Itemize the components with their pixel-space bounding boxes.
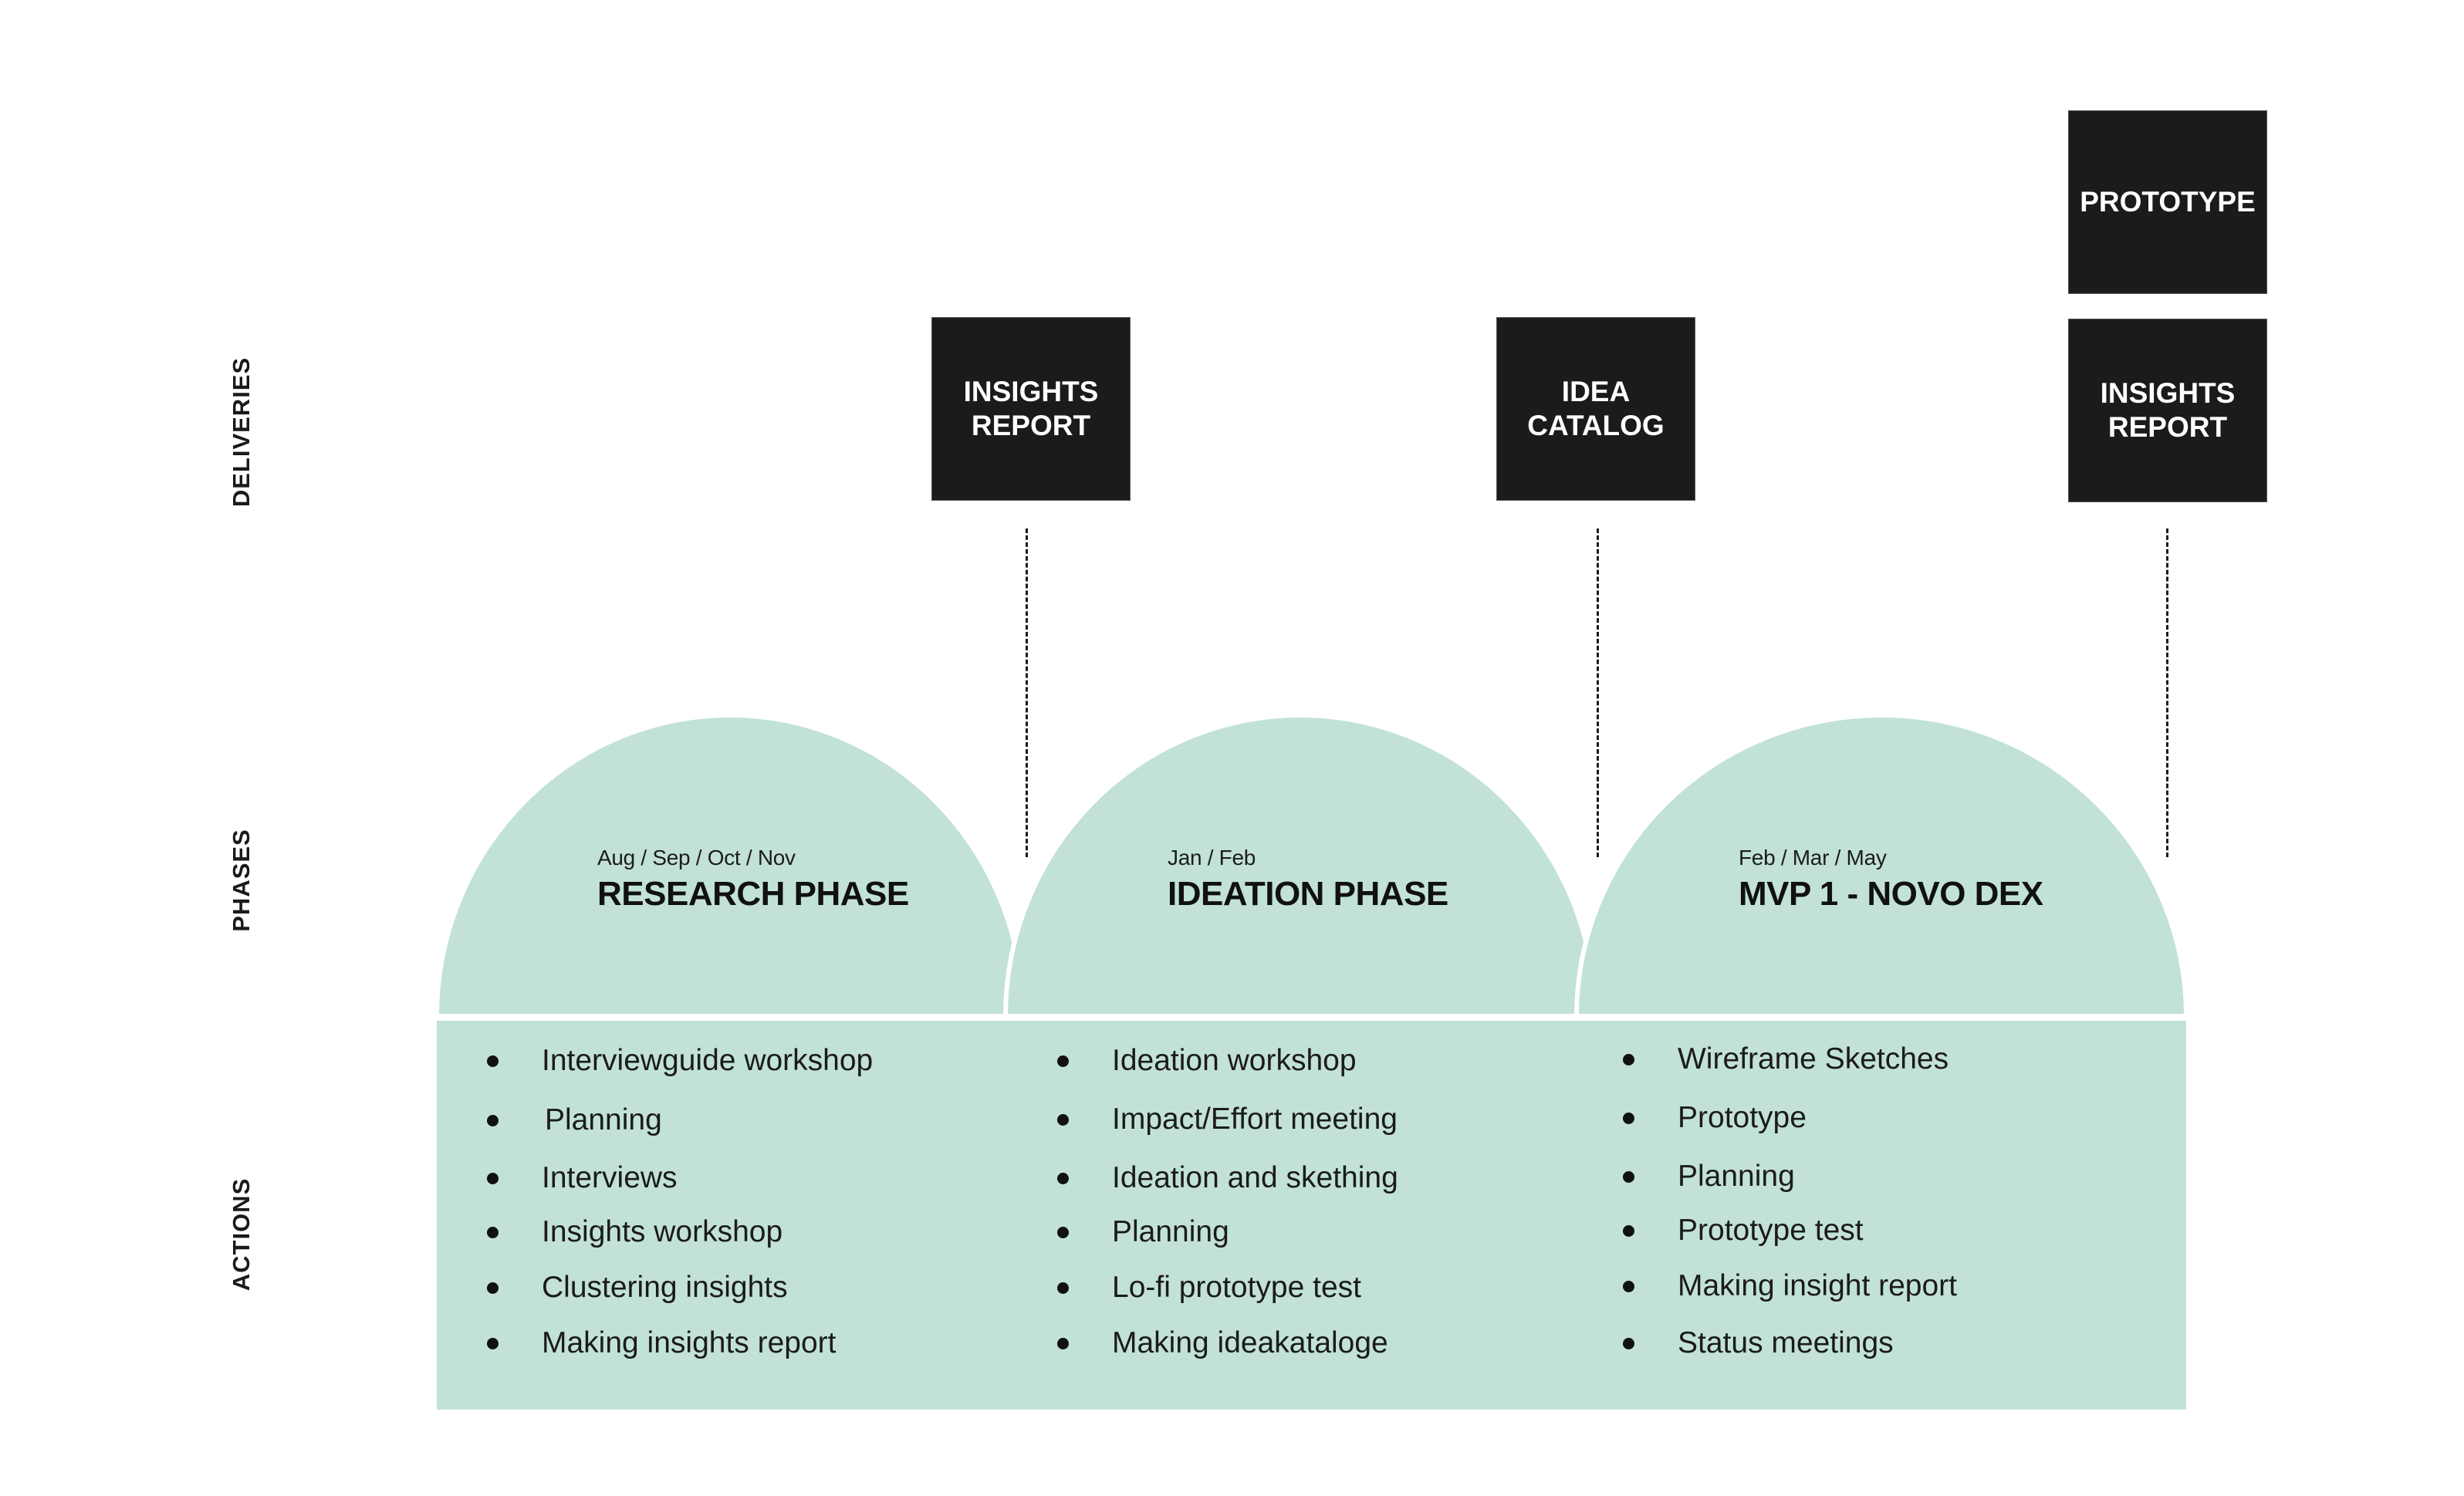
phase-title: MVP 1 - NOVO DEX: [1739, 875, 2043, 913]
list-item: Wireframe Sketches: [1623, 1042, 1949, 1076]
bullet-icon: [1623, 1170, 1634, 1183]
list-item: Insights workshop: [487, 1215, 782, 1249]
bullet-icon: [1057, 1172, 1069, 1184]
phase-research: Aug / Sep / Oct / Nov RESEARCH PHASE: [597, 846, 909, 913]
bullet-icon: [487, 1226, 499, 1238]
bullet-icon: [487, 1172, 499, 1184]
actions-panel: Interviewguide workshop Planning Intervi…: [437, 1021, 2186, 1410]
list-item: Clustering insights: [487, 1271, 788, 1305]
bullet-icon: [1623, 1053, 1634, 1065]
bullet-icon: [487, 1337, 499, 1349]
bullet-icon: [1623, 1224, 1634, 1237]
list-item: Making ideakataloge: [1057, 1326, 1388, 1360]
list-item: Lo-fi prototype test: [1057, 1271, 1361, 1305]
delivery-label: IDEA CATALOG: [1527, 376, 1665, 441]
connector-line-mvp: [2166, 528, 2168, 857]
phase-mvp: Feb / Mar / May MVP 1 - NOVO DEX: [1739, 846, 2043, 913]
connector-line-ideation: [1597, 528, 1599, 857]
bullet-icon: [1057, 1337, 1069, 1349]
phase-title: IDEATION PHASE: [1168, 875, 1448, 913]
list-item: Planning: [1057, 1215, 1229, 1249]
bullet-icon: [1623, 1280, 1634, 1292]
phase-title: RESEARCH PHASE: [597, 875, 909, 913]
list-item: Interviewguide workshop: [487, 1044, 873, 1078]
delivery-label: INSIGHTS REPORT: [963, 376, 1099, 441]
delivery-idea-catalog: IDEA CATALOG: [1496, 317, 1695, 501]
list-item: Planning: [1623, 1160, 1795, 1194]
phase-dome-research: [434, 713, 1026, 1018]
bullet-icon: [1623, 1337, 1634, 1349]
phase-dates: Feb / Mar / May: [1739, 846, 1887, 870]
phase-dates: Jan / Feb: [1168, 846, 1256, 870]
delivery-prototype: PROTOTYPE: [2068, 110, 2267, 294]
delivery-label: INSIGHTS REPORT: [2100, 377, 2236, 443]
bullet-icon: [1057, 1226, 1069, 1238]
list-item: Interviews: [487, 1161, 678, 1195]
phase-dome-ideation: [1002, 713, 1598, 1018]
bullet-icon: [487, 1282, 499, 1294]
connector-line-research: [1026, 528, 1028, 857]
list-item: Prototype test: [1623, 1214, 1864, 1248]
delivery-insights-report-research: INSIGHTS REPORT: [931, 317, 1131, 501]
bullet-icon: [487, 1114, 499, 1126]
list-item: Prototype: [1623, 1101, 1807, 1135]
delivery-insights-report-mvp: INSIGHTS REPORT: [2068, 319, 2267, 502]
phase-dome-mvp: [1573, 713, 2189, 1018]
bullet-icon: [1057, 1055, 1069, 1067]
phase-ideation: Jan / Feb IDEATION PHASE: [1168, 846, 1448, 913]
list-item: Making insight report: [1623, 1269, 1957, 1303]
delivery-label: PROTOTYPE: [2080, 186, 2256, 218]
list-item: Ideation workshop: [1057, 1044, 1357, 1078]
bullet-icon: [1623, 1112, 1634, 1124]
list-item: Making insights report: [487, 1326, 837, 1360]
bullet-icon: [1057, 1113, 1069, 1126]
phase-dates: Aug / Sep / Oct / Nov: [597, 846, 796, 870]
list-item: Planning: [487, 1103, 662, 1137]
list-item: Ideation and skething: [1057, 1161, 1398, 1195]
list-item: Status meetings: [1623, 1326, 1894, 1360]
bullet-icon: [1057, 1282, 1069, 1294]
list-item: Impact/Effort meeting: [1057, 1103, 1398, 1136]
bullet-icon: [487, 1055, 499, 1067]
